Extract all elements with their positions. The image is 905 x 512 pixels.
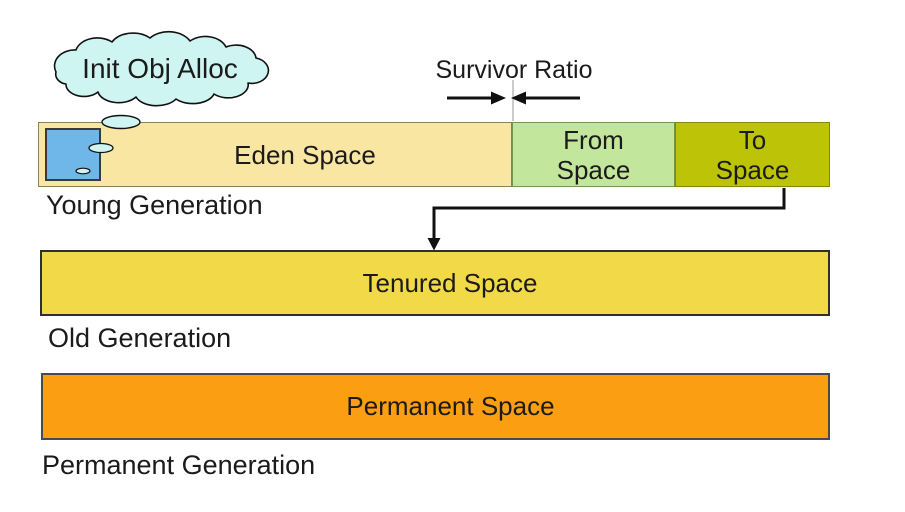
- to-space-label-line2: Space: [715, 154, 790, 185]
- eden-space-label: Eden Space: [234, 139, 376, 170]
- eden-space-segment: Eden Space: [38, 122, 512, 187]
- young-generation-caption: Young Generation: [46, 190, 263, 220]
- permanent-generation-bar: Permanent Space: [41, 373, 830, 440]
- tenured-space-label: Tenured Space: [362, 267, 538, 298]
- promotion-arrow: [427, 188, 786, 251]
- init-obj-alloc-square: [45, 128, 101, 181]
- old-generation-caption: Old Generation: [48, 323, 232, 353]
- to-space-label: To Space: [676, 123, 829, 186]
- survivor-ratio-label: Survivor Ratio: [435, 56, 593, 84]
- from-space-label-line1: From: [563, 124, 624, 155]
- to-space-segment: To Space: [675, 122, 830, 187]
- from-space-segment: From Space: [512, 122, 675, 187]
- young-generation-bar: Eden Space From Space To Space: [38, 122, 830, 187]
- to-space-label-line1: To: [738, 124, 767, 155]
- init-obj-alloc-label: Init Obj Alloc: [82, 53, 238, 84]
- survivor-ratio-left-arrow-icon: [511, 91, 580, 105]
- survivor-ratio-right-arrow-icon: [447, 91, 506, 105]
- permanent-generation-caption: Permanent Generation: [42, 450, 316, 480]
- old-generation-bar: Tenured Space: [40, 250, 830, 316]
- permanent-space-label: Permanent Space: [346, 391, 555, 421]
- from-space-label-line2: Space: [556, 154, 631, 185]
- from-space-label: From Space: [513, 123, 674, 186]
